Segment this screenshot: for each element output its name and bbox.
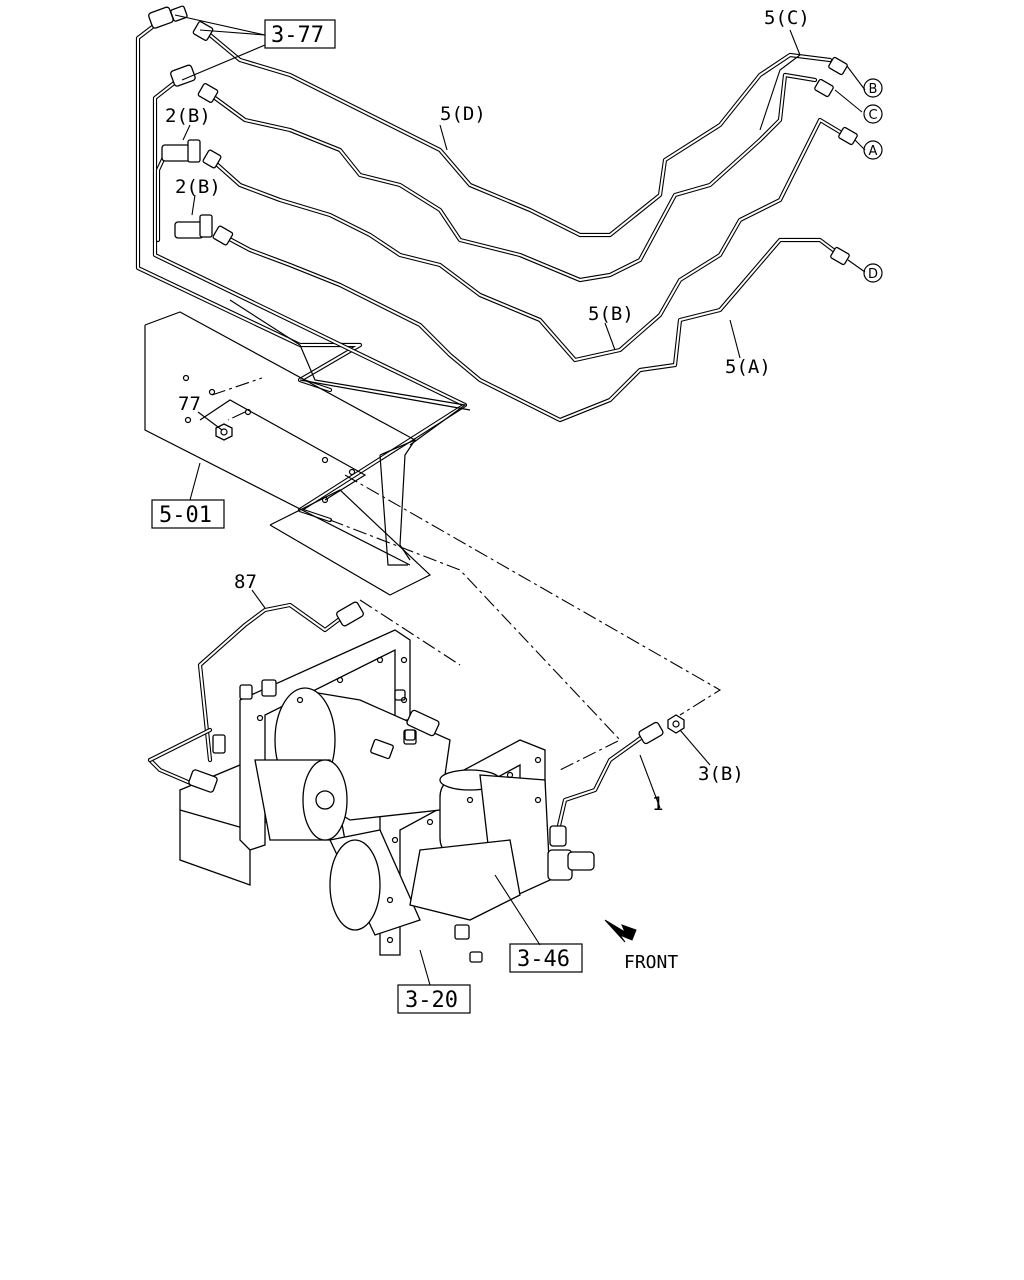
front-direction-arrow-icon [604, 919, 637, 943]
ref-3-77: 3-77 [271, 23, 324, 48]
left-outer-pipes [135, 22, 468, 523]
callout-3b: 3(B) [698, 763, 744, 785]
end-d-circle [863, 263, 883, 283]
frame-rail [144, 299, 471, 596]
end-c: C [868, 108, 877, 123]
end-b-circle [863, 78, 883, 98]
pipe-5b [209, 117, 848, 363]
top-fittings [148, 5, 858, 266]
callout-5b: 5(B) [588, 303, 634, 325]
ref-box-3-20 [397, 984, 471, 1014]
assembly-lines [211, 377, 722, 771]
end-a: A [869, 144, 878, 159]
callout-5d: 5(D) [440, 103, 486, 125]
pipe-5d [207, 32, 833, 238]
leader-lines [174, 14, 866, 986]
callout-2b-upper: 2(B) [165, 105, 211, 127]
ref-box-3-77 [264, 19, 336, 49]
callout-1: 1 [652, 793, 663, 815]
pipe-5c [212, 72, 818, 283]
callout-77: 77 [178, 393, 201, 415]
end-c-circle [863, 104, 883, 124]
callout-87: 87 [234, 571, 257, 593]
ref-box-3-46 [509, 943, 583, 973]
callout-5c: 5(C) [764, 7, 810, 29]
ref-3-46: 3-46 [517, 947, 570, 972]
front-label: FRONT [624, 952, 678, 973]
callout-5a: 5(A) [725, 356, 771, 378]
pipe-5a [219, 232, 843, 423]
hose-87 [147, 601, 364, 788]
pipe-1 [549, 721, 664, 847]
nut-77 [215, 423, 233, 441]
end-d: D [868, 267, 878, 282]
reference-boxes: 3-77 5-01 3-46 3-20 [151, 19, 583, 1014]
nut-3b [667, 714, 685, 734]
end-b: B [869, 82, 878, 97]
ref-5-01: 5-01 [159, 503, 212, 528]
end-a-circle [863, 140, 883, 160]
callouts: 5(C) 5(D) 2(B) 2(B) 5(B) 5(A) 77 87 1 3(… [165, 7, 810, 815]
ref-box-5-01 [151, 499, 225, 529]
callout-2b-lower: 2(B) [175, 176, 221, 198]
end-markers: B C A D [863, 78, 883, 283]
ref-3-20: 3-20 [405, 988, 458, 1013]
compressor-dryer-assembly [179, 629, 595, 963]
